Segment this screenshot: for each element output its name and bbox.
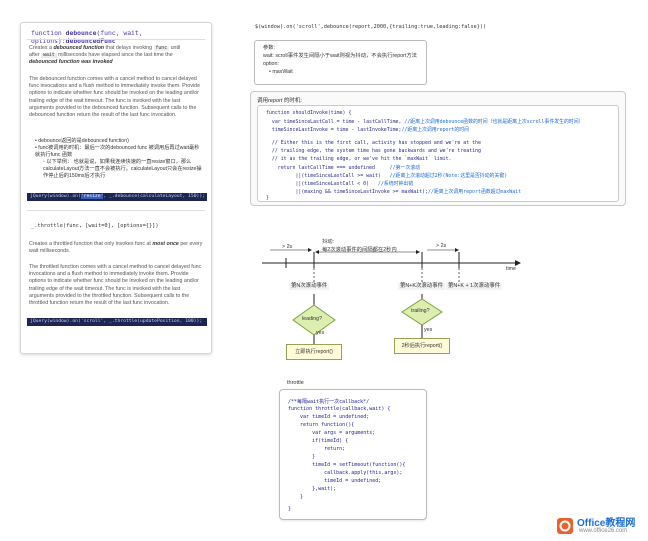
code-line: ||(maxing && timeSinceLastInvoke >= maxW… xyxy=(266,189,522,195)
code-line: ||(timeSinceLastCall < 0) //系统时钟出错 xyxy=(266,181,414,187)
jitter-label: 抖动: xyxy=(322,239,335,245)
lodash-doc-card: function debounce(func, wait, options):d… xyxy=(20,22,212,354)
should-invoke-code: function shouldInvoke(time) { var timeSi… xyxy=(257,105,619,202)
delayed-report-box: 2秒后执行report() xyxy=(394,338,450,354)
code-line: function throttle(callback,wait) { xyxy=(288,406,391,412)
debounce-example-code: jQuery(window).on('resize', _.debounce(c… xyxy=(27,193,207,201)
invoke-title: 调用report 的时机: xyxy=(257,98,302,104)
code-comment: /**每隔wait执行一次callback*/ xyxy=(288,399,370,405)
leading-label: leading? xyxy=(302,316,323,322)
throttle-example-code: jQuery(window).on('scroll', _.throttle(u… xyxy=(27,318,207,326)
event-nk-label: 第N+K次滚动事件 xyxy=(398,283,445,290)
code-line: } xyxy=(266,195,269,201)
code-comment: // trailing edge, the system time has go… xyxy=(266,148,481,154)
office-logo-icon xyxy=(557,518,573,534)
code-line: if(timeId) { xyxy=(288,438,349,444)
office26-watermark: Office教程网 www.office26.com xyxy=(555,510,645,540)
throttle-intro: Creates a throttled function that only i… xyxy=(29,241,203,255)
event-nk1-label: 第N+K + 1次滚动事件 xyxy=(446,283,503,290)
time-axis-arrow xyxy=(515,260,521,266)
gap-arrowhead xyxy=(308,248,312,252)
params-maxwait: • maxWait xyxy=(269,69,293,75)
params-option: option: xyxy=(263,61,279,67)
note-return: • debounce返回的是debounced function) xyxy=(35,138,129,144)
jitter-description: 每2次滚动事件的间隔都在2秒内 xyxy=(322,247,397,253)
code-line: timeId = undefined; xyxy=(288,478,382,484)
watermark-name: Office教程网 xyxy=(577,518,636,529)
immediate-report-box: 立即执行report() xyxy=(286,344,342,360)
debounce-signature: function debounce(func, wait, options):d… xyxy=(31,29,143,45)
code-line: var args = arguments; xyxy=(288,430,376,436)
should-invoke-panel: 调用report 的时机: function shouldInvoke(time… xyxy=(250,91,626,206)
code-line: } xyxy=(288,506,292,512)
code-line: return lastCallTime === undefined //第一次滚… xyxy=(266,165,421,171)
gap-arrowhead xyxy=(455,248,459,252)
params-box: 参数: wait: scroll事件发生间隔小于wait则视为抖动，不会执行re… xyxy=(254,40,427,85)
params-title: 参数: xyxy=(263,45,276,51)
event-n-label: 第N次滚动事件 xyxy=(289,283,330,290)
divider xyxy=(27,210,205,211)
code-line: timeSinceLastInvoke = time - lastInvokeT… xyxy=(266,127,470,133)
time-axis-label: time xyxy=(506,266,517,272)
yes-label: yes xyxy=(424,327,433,333)
watermark-url: www.office26.com xyxy=(579,528,628,534)
code-line: return function(){ xyxy=(288,422,355,428)
debounce-intro: Creates a debounced function that delays… xyxy=(29,45,181,66)
params-wait: wait: scroll事件发生间隔小于wait则视为抖动，不会执行report… xyxy=(263,53,417,59)
code-line: } xyxy=(288,454,316,460)
throttle-title: throttle xyxy=(287,380,304,386)
throttle-description: The throttled function comes with a canc… xyxy=(29,264,202,307)
trailing-label: trailing? xyxy=(411,308,430,314)
code-line: callback.apply(this,args); xyxy=(288,470,403,476)
debounce-timeline-diagram xyxy=(262,248,521,344)
code-line: var timeId = undefined; xyxy=(288,414,370,420)
jitter-arrowhead xyxy=(315,250,319,254)
code-comment: // Either this is the first call, activi… xyxy=(266,140,481,146)
code-comment: // it as the trailing edge, or we've hit… xyxy=(266,156,452,162)
code-line: timeId = setTimeout(function(){ xyxy=(288,462,406,468)
code-line: function shouldInvoke(time) { xyxy=(266,110,352,116)
note-example: ◦ 以下举例： 也就是说，如果我连续快速的一直resize窗口，那么calcul… xyxy=(43,159,202,179)
yes-label: yes xyxy=(316,330,325,336)
throttle-signature: _.throttle(func, [wait=0], [options={}]) xyxy=(31,223,159,229)
jitter-arrowhead xyxy=(416,250,420,254)
code-line: },wait); xyxy=(288,486,337,492)
debounce-description: The debounced function comes with a canc… xyxy=(29,76,201,119)
gap-label-1: > 2s xyxy=(282,244,293,250)
note-timing: • func被调用的时机：最后一次的debounced func 被调用后再过w… xyxy=(35,145,200,158)
code-line: } xyxy=(288,494,304,500)
code-line: return; xyxy=(288,446,346,452)
divider xyxy=(27,39,205,40)
code-line: ||(timeSinceLastCall >= wait) //距离上次滚动超过… xyxy=(266,173,508,179)
code-line: var timeSinceLastCall = time - lastCallT… xyxy=(266,119,584,125)
throttle-code-box: /**每隔wait执行一次callback*/ function throttl… xyxy=(279,389,427,520)
gap-label-2: > 2s xyxy=(436,243,447,249)
scroll-debounce-call: $(window).on('scroll',debounce(report,20… xyxy=(255,24,487,30)
